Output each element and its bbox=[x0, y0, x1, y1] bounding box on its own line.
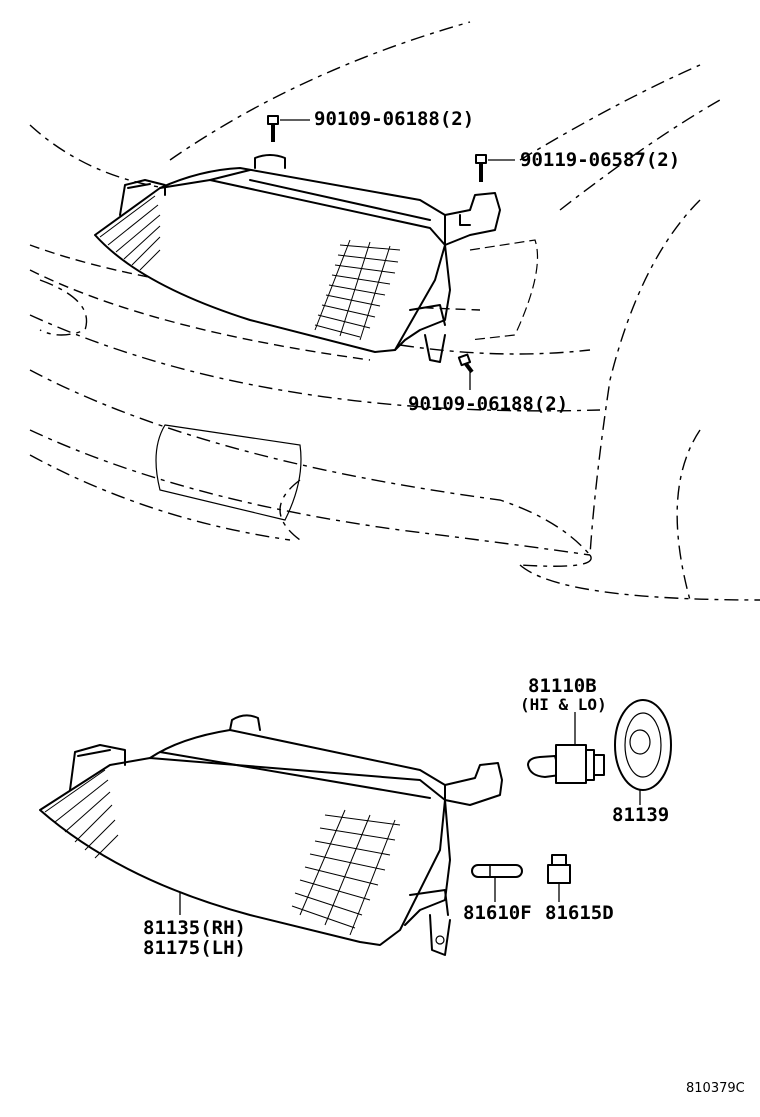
headlamp-lh-part-number: 81175(LH) bbox=[143, 937, 246, 959]
installed-headlamp bbox=[94, 154, 501, 363]
headlamp-assembly bbox=[39, 714, 503, 956]
bolt-bottom-icon bbox=[457, 353, 474, 390]
side-socket-icon bbox=[547, 854, 571, 902]
side-bulb-part-number: 81610F bbox=[463, 902, 532, 924]
bolt-right-icon bbox=[475, 154, 515, 182]
headlamp-rh-part-number: 81135(RH) bbox=[143, 917, 246, 939]
side-socket-part-number: 81615D bbox=[545, 902, 614, 924]
vehicle-body-outline bbox=[29, 21, 760, 601]
socket-cover-part-number: 81139 bbox=[612, 804, 670, 826]
bulb-hilo-part-number: 81110B bbox=[528, 675, 597, 697]
bulb-hilo-note: (HI & LO) bbox=[520, 695, 607, 714]
side-bulb-icon bbox=[471, 864, 523, 902]
bolt-top-part-number: 90109-06188(2) bbox=[314, 108, 475, 130]
diagram-code: 810379C bbox=[686, 1081, 745, 1096]
bolt-top-icon bbox=[267, 115, 310, 142]
headlamp-bulb-icon bbox=[527, 712, 605, 784]
socket-cover-icon bbox=[614, 699, 672, 805]
bolt-right-part-number: 90119-06587(2) bbox=[520, 149, 681, 171]
bolt-bottom-part-number: 90109-06188(2) bbox=[408, 393, 569, 415]
